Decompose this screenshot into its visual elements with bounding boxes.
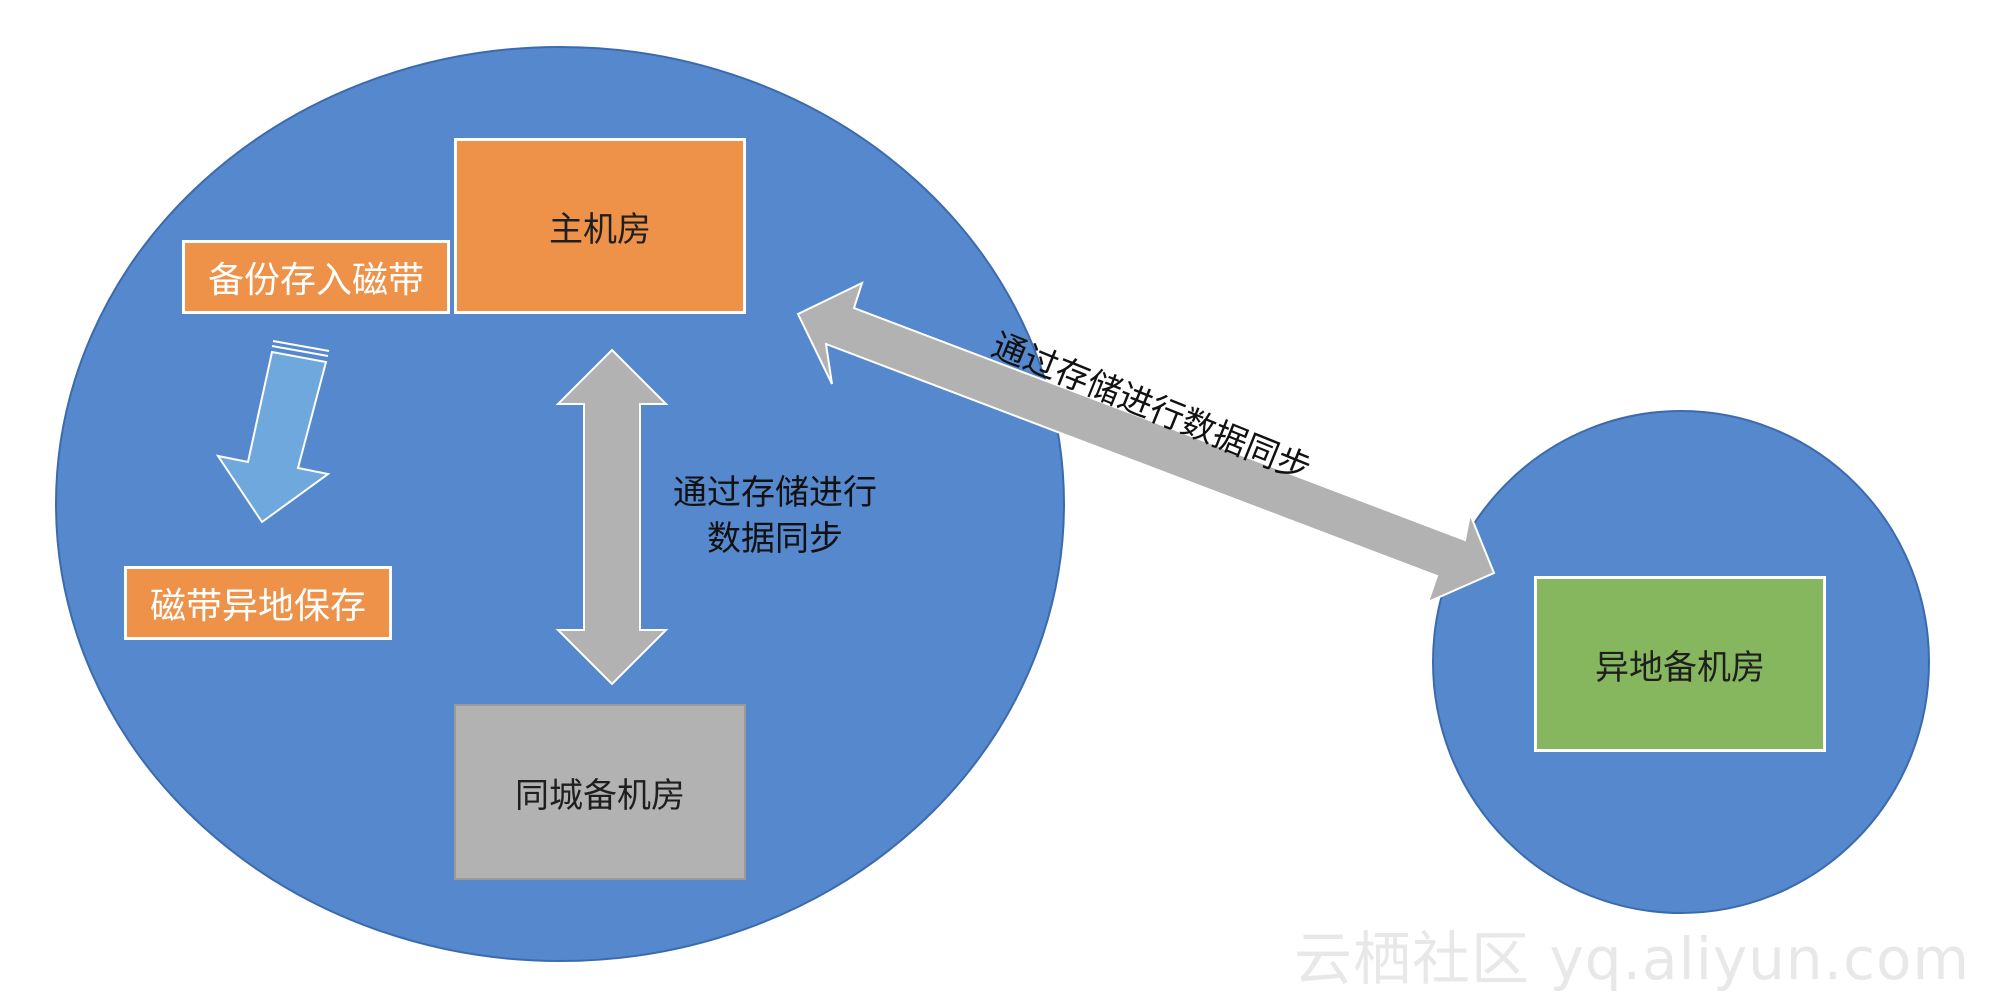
local-sync-label: 通过存储进行 数据同步 (660, 470, 890, 562)
same-city-backup-room-node: 同城备机房 (454, 704, 746, 880)
watermark: 云栖社区 yq.aliyun.com (1294, 925, 1970, 993)
double-arrow-icon (555, 348, 669, 686)
tape-offsite-label: 磁带异地保存 (124, 566, 392, 640)
remote-backup-room-node: 异地备机房 (1534, 576, 1826, 752)
local-sync-label-line1: 通过存储进行 (673, 473, 877, 513)
main-room-node: 主机房 (454, 138, 746, 314)
local-sync-label-line2: 数据同步 (707, 519, 843, 559)
down-arrow-icon (215, 340, 331, 524)
double-arrow-icon (796, 281, 1496, 604)
backup-to-tape-label: 备份存入磁带 (182, 240, 450, 314)
